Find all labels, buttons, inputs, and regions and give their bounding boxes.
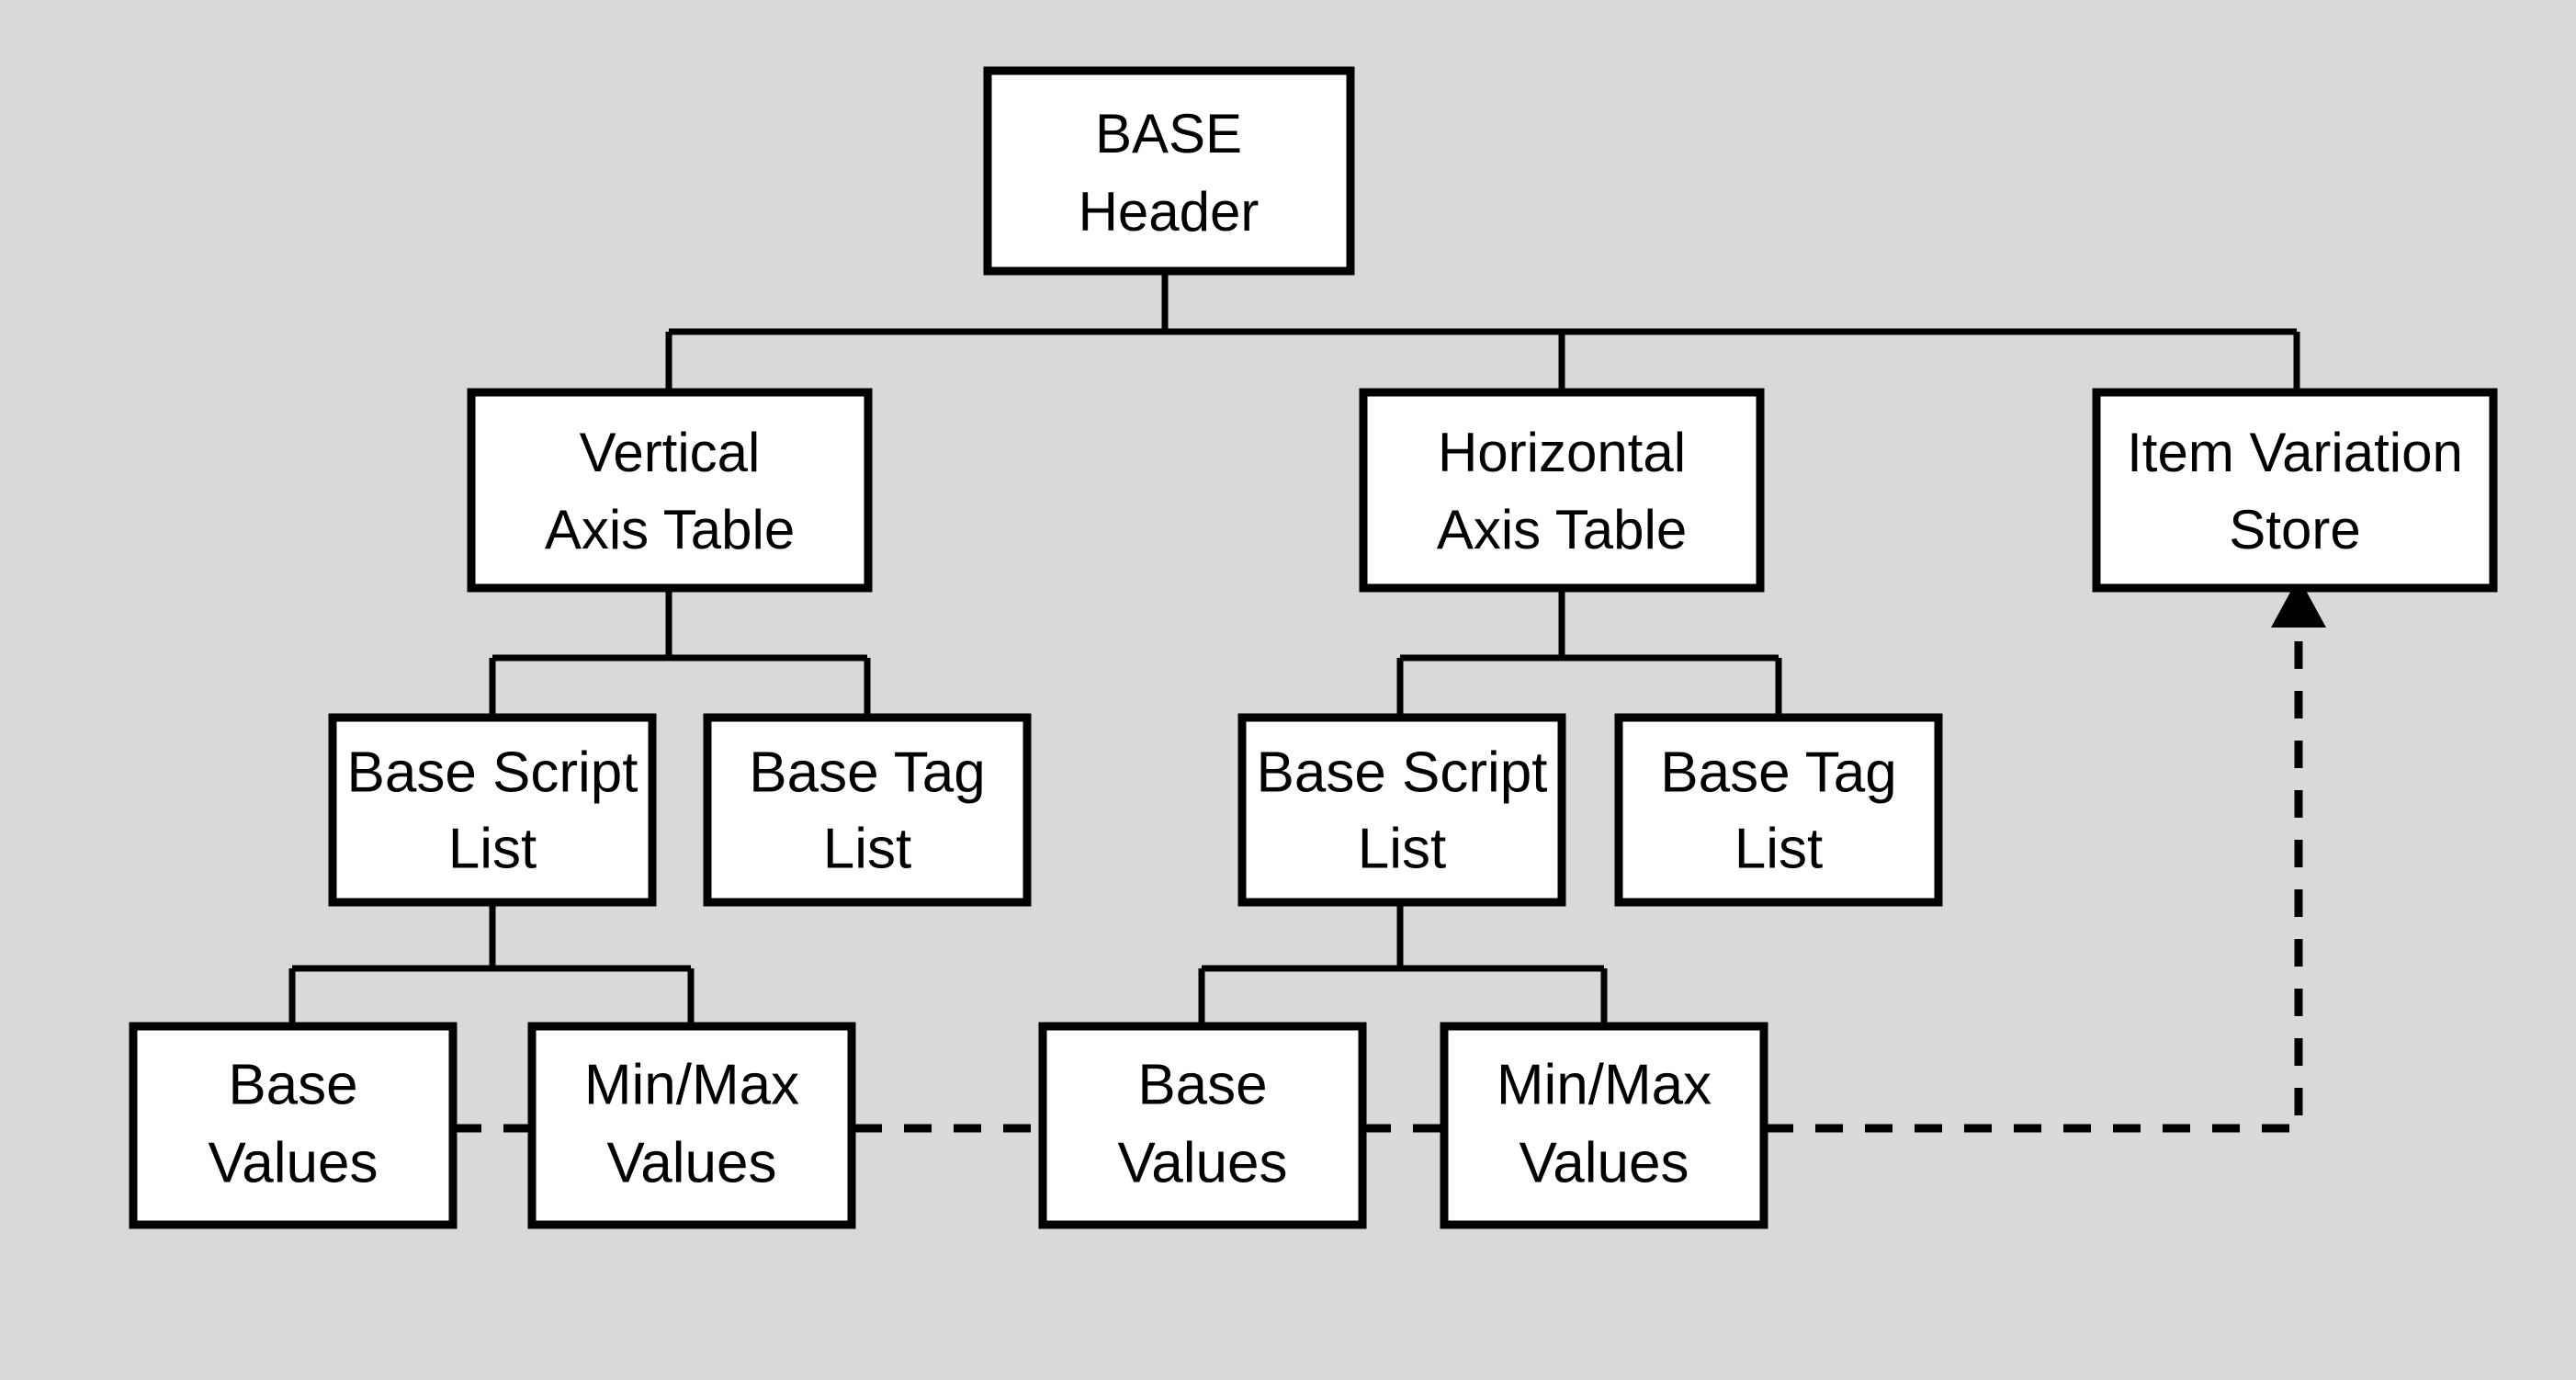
node-item-variation-store-line2: Store [2229,499,2360,560]
node-horizontal-minmax-values-line1: Min/Max [1497,1053,1712,1116]
node-horizontal-base-script-list-box[interactable] [1237,713,1566,907]
node-vertical-base-values-line2: Values [209,1131,378,1194]
arrow-head-item-variation-store [2271,577,2326,628]
node-vertical-base-values-box[interactable] [129,1022,458,1229]
node-horizontal-axis-table[interactable]: Horizontal Axis Table [1359,388,1765,593]
node-vertical-base-script-list-box[interactable] [328,713,657,907]
node-item-variation-store[interactable]: Item Variation Store [2092,388,2498,593]
connector-layer [288,271,2300,1026]
node-vertical-minmax-values-box[interactable] [527,1022,856,1229]
node-horizontal-axis-table-box[interactable] [1359,388,1765,593]
node-vertical-axis-table-box[interactable] [467,388,873,593]
node-vertical-base-tag-list-line1: Base Tag [749,741,985,804]
node-vertical-base-tag-list[interactable]: Base Tag List [703,713,1032,907]
node-base-header[interactable]: BASE Header [983,66,1355,276]
node-horizontal-minmax-values-line2: Values [1520,1131,1689,1194]
node-base-header-line2: Header [1079,181,1260,243]
node-horizontal-base-tag-list-line2: List [1734,817,1823,880]
node-horizontal-axis-table-line1: Horizontal [1438,422,1686,483]
node-vertical-base-script-list-line1: Base Script [346,741,638,804]
node-horizontal-base-values-line1: Base [1137,1053,1267,1116]
node-horizontal-minmax-values[interactable]: Min/Max Values [1440,1022,1768,1229]
node-vertical-base-script-list[interactable]: Base Script List [328,713,657,907]
node-horizontal-base-script-list[interactable]: Base Script List [1237,713,1566,907]
node-horizontal-base-script-list-line2: List [1358,817,1446,880]
node-horizontal-base-tag-list[interactable]: Base Tag List [1614,713,1943,907]
node-item-variation-store-box[interactable] [2092,388,2498,593]
node-vertical-axis-table-line1: Vertical [580,422,761,483]
node-vertical-minmax-values-line1: Min/Max [584,1053,799,1116]
node-base-header-line1: BASE [1095,103,1242,164]
node-vertical-axis-table-line2: Axis Table [545,499,795,560]
node-horizontal-base-script-list-line1: Base Script [1256,741,1547,804]
node-horizontal-base-tag-list-box[interactable] [1614,713,1943,907]
node-vertical-axis-table[interactable]: Vertical Axis Table [467,388,873,593]
node-horizontal-minmax-values-box[interactable] [1440,1022,1768,1229]
node-vertical-base-script-list-line2: List [448,817,537,880]
dashed-link-layer [454,577,2326,1133]
node-horizontal-base-values-box[interactable] [1038,1022,1367,1229]
node-item-variation-store-line1: Item Variation [2127,422,2463,483]
node-horizontal-base-values-line2: Values [1118,1131,1288,1194]
node-vertical-minmax-values-line2: Values [607,1131,777,1194]
node-horizontal-base-tag-list-line1: Base Tag [1660,741,1896,804]
node-vertical-base-values[interactable]: Base Values [129,1022,458,1229]
node-vertical-base-tag-list-line2: List [823,817,911,880]
node-vertical-minmax-values[interactable]: Min/Max Values [527,1022,856,1229]
node-vertical-base-values-line1: Base [228,1053,357,1116]
node-vertical-base-tag-list-box[interactable] [703,713,1032,907]
node-horizontal-base-values[interactable]: Base Values [1038,1022,1367,1229]
node-horizontal-axis-table-line2: Axis Table [1437,499,1687,560]
node-base-header-box[interactable] [983,66,1355,276]
